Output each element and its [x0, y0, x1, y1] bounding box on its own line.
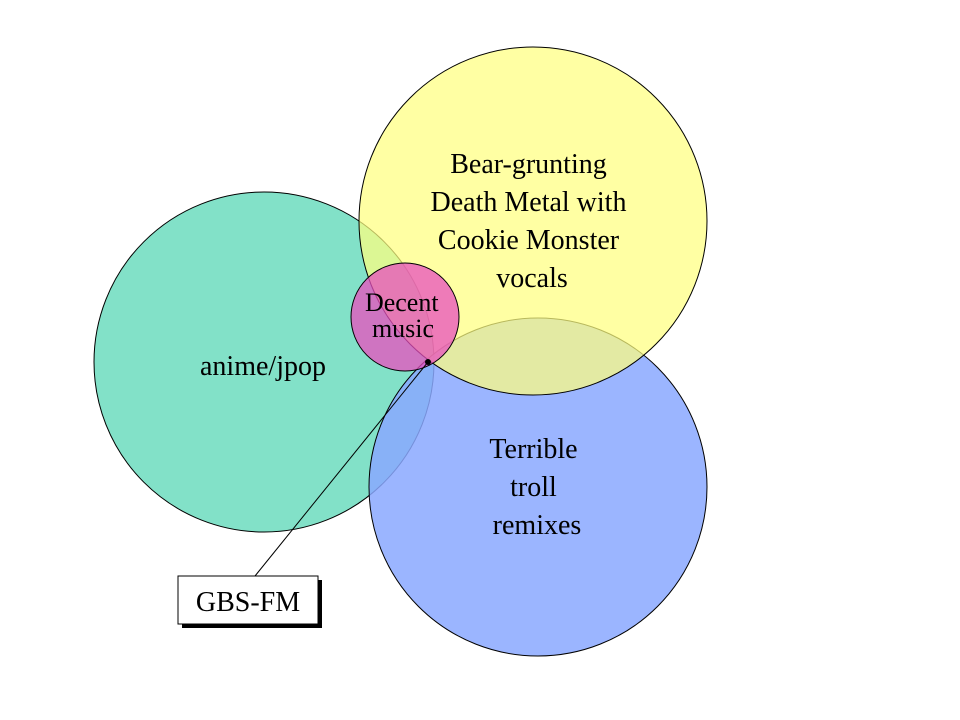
decent-music-circle	[350, 262, 460, 372]
callout-box	[177, 575, 319, 625]
death-metal-label: Bear-grunting Death Metal with Cookie Mo…	[431, 149, 634, 294]
anime-jpop-label: anime/jpop	[200, 351, 326, 382]
troll-remixes-label: Terrible troll remixes	[489, 434, 584, 541]
decent-music-label: Decent music	[365, 288, 445, 343]
callout-pointer-line	[254, 361, 429, 577]
callout-label: GBS-FM	[196, 587, 300, 618]
callout-pointer-dot	[425, 359, 431, 365]
